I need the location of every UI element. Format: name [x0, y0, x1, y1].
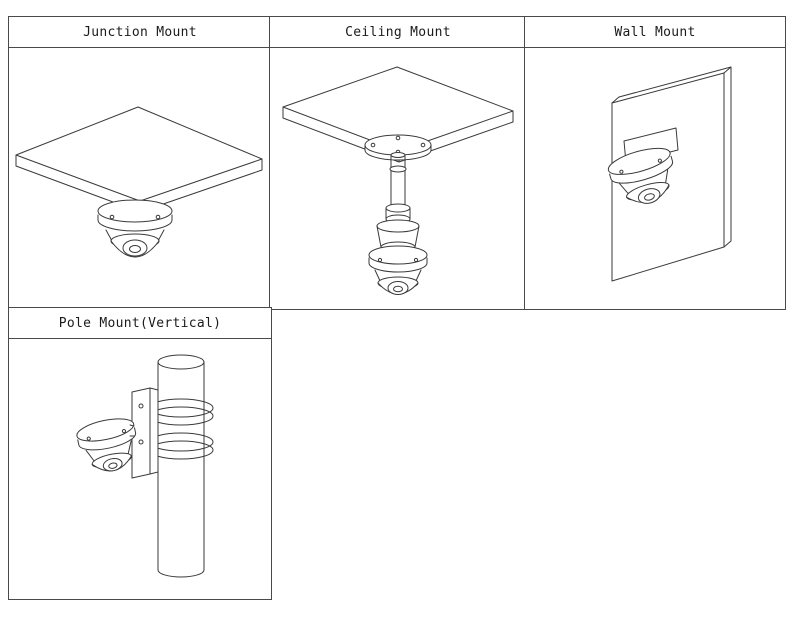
cell-wall-mount: Wall Mount	[524, 16, 786, 310]
cell-pole-mount: Pole Mount(Vertical)	[8, 307, 272, 600]
junction-mount-header: Junction Mount	[9, 17, 271, 48]
ceiling-mount-label: Ceiling Mount	[345, 24, 451, 40]
wall-mount-figure	[525, 48, 785, 309]
pole-mount-header: Pole Mount(Vertical)	[9, 308, 271, 339]
pole-mount-drawing	[76, 354, 214, 578]
junction-mount-label: Junction Mount	[83, 24, 197, 40]
wall-mount-header: Wall Mount	[525, 17, 785, 48]
ceiling-mount-figure	[270, 48, 526, 309]
wall-mount-drawing	[607, 66, 732, 281]
junction-mount-drawing	[15, 106, 263, 257]
cell-ceiling-mount: Ceiling Mount	[269, 16, 527, 310]
cell-junction-mount: Junction Mount	[8, 16, 272, 310]
junction-mount-figure	[9, 48, 271, 309]
ceiling-mount-drawing	[282, 66, 514, 295]
wall-mount-label: Wall Mount	[614, 24, 696, 40]
pole-mount-label: Pole Mount(Vertical)	[58, 315, 222, 331]
pole-mount-figure	[9, 339, 271, 599]
ceiling-mount-header: Ceiling Mount	[270, 17, 526, 48]
